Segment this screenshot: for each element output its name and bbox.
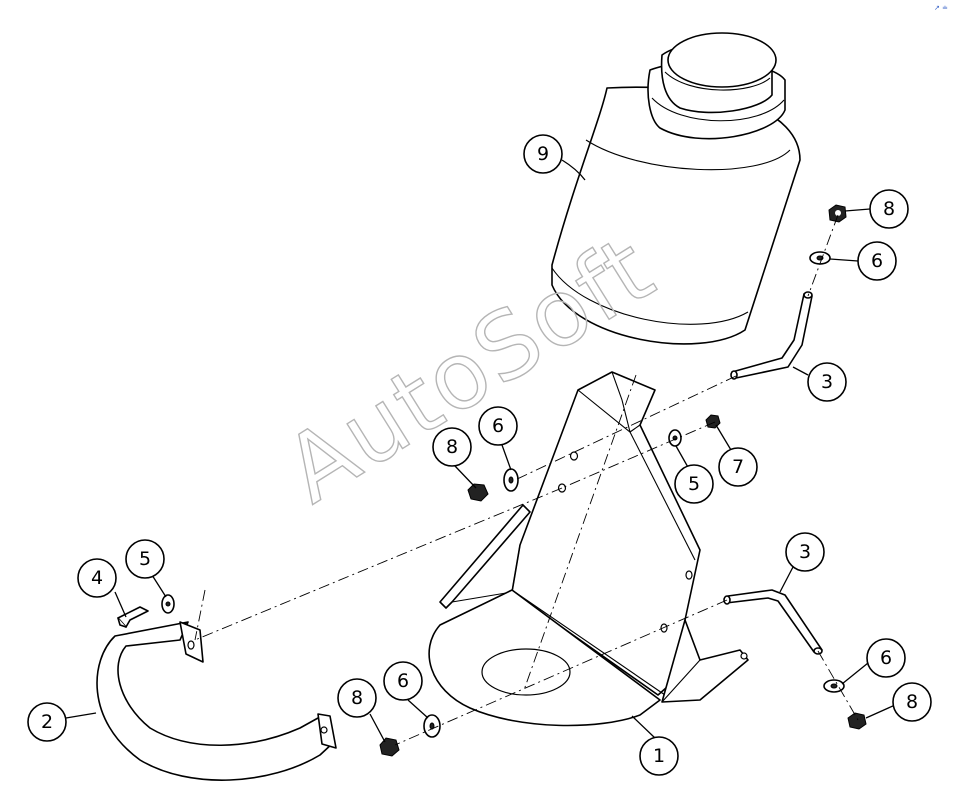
callout-7: 7	[718, 447, 758, 487]
callout-4-label: 4	[91, 567, 103, 589]
callout-7-label: 7	[732, 456, 744, 478]
callout-8-lower-right: 8	[892, 682, 932, 722]
callout-8-label: 8	[906, 691, 918, 713]
callout-6-label: 6	[397, 670, 409, 692]
callout-8-top-right: 8	[869, 189, 909, 229]
callout-6-lower-right: 6	[866, 638, 906, 678]
callout-5-middle: 5	[674, 464, 714, 504]
callout-9-label: 9	[537, 143, 549, 165]
callout-5-label: 5	[139, 548, 151, 570]
callout-8-label: 8	[883, 198, 895, 220]
callout-8-middle: 8	[432, 427, 472, 467]
callout-5-left: 5	[125, 539, 165, 579]
callout-6-label: 6	[871, 250, 883, 272]
assembly-axes	[194, 214, 859, 746]
callout-6-lower-left: 6	[383, 661, 423, 701]
callout-8-label: 8	[351, 687, 363, 709]
callout-8-label: 8	[446, 436, 458, 458]
part-1-bracket	[428, 371, 749, 727]
leader-lines	[65, 159, 896, 743]
callout-9: 9	[523, 134, 563, 174]
callout-1-label: 1	[653, 745, 665, 767]
part-9-canister	[551, 32, 801, 345]
callout-2: 2	[27, 702, 67, 742]
part-3-ubolt-bottom	[723, 589, 823, 655]
callout-6-label: 6	[492, 415, 504, 437]
callout-3-top: 3	[807, 362, 847, 402]
callout-1: 1	[639, 736, 679, 776]
callout-3-bottom: 3	[785, 532, 825, 572]
callout-6-label: 6	[880, 647, 892, 669]
callout-6-top-right: 6	[857, 241, 897, 281]
hardware	[117, 204, 867, 757]
callout-8-lower-left: 8	[337, 678, 377, 718]
callout-4: 4	[77, 558, 117, 598]
callout-6-middle: 6	[478, 406, 518, 446]
callout-3-label: 3	[799, 541, 811, 563]
callout-2-label: 2	[41, 711, 53, 733]
corner-mark: ↗ ≐	[934, 4, 948, 12]
part-2-strap	[96, 621, 337, 781]
callout-3-label: 3	[821, 371, 833, 393]
callout-5-label: 5	[688, 473, 700, 495]
